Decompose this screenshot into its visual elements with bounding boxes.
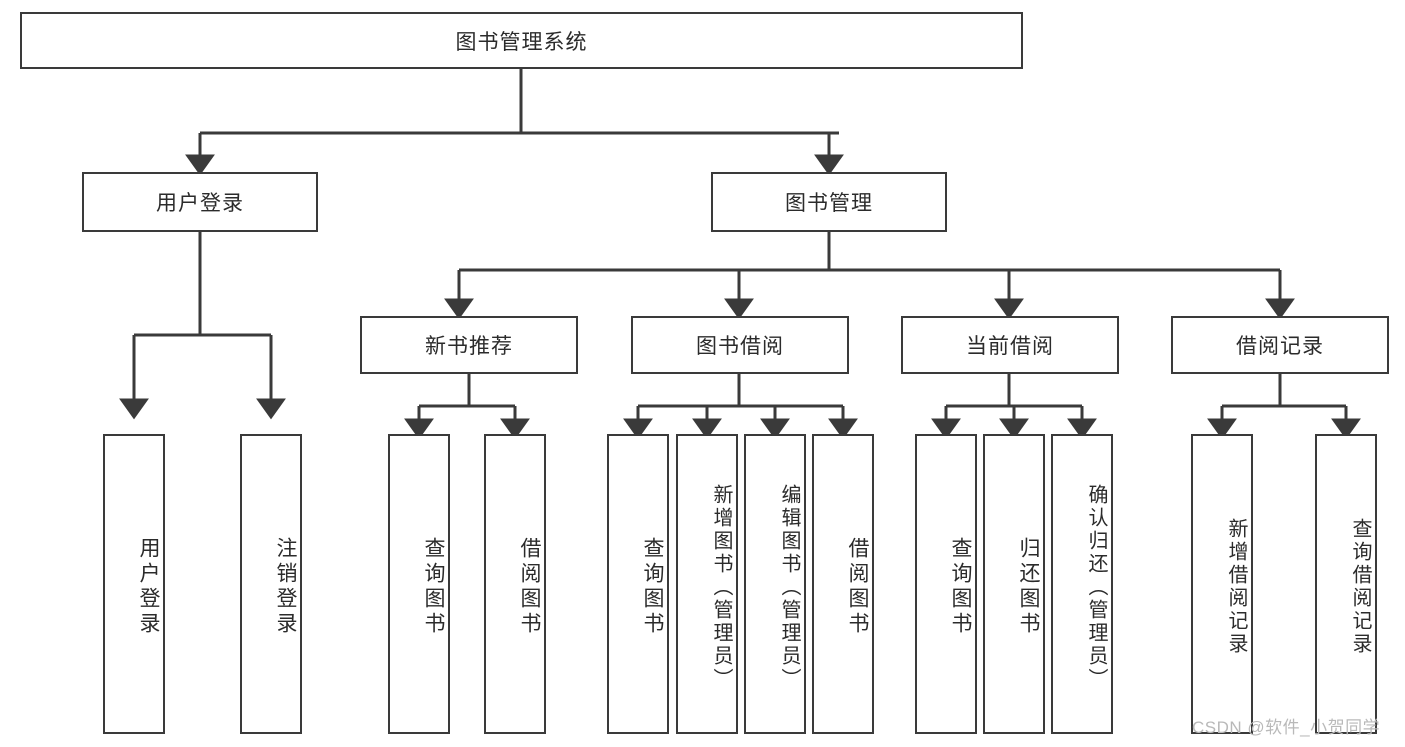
leaf-user-login[interactable]: 用户登录 xyxy=(103,434,165,734)
node-borrow-record[interactable]: 借阅记录 xyxy=(1171,316,1389,374)
watermark: CSDN @软件_小贺同学 xyxy=(1192,718,1381,737)
node-book-borrow[interactable]: 图书借阅 xyxy=(631,316,849,374)
node-user-login[interactable]: 用户登录 xyxy=(82,172,318,232)
node-book-management[interactable]: 图书管理 xyxy=(711,172,947,232)
leaf-query-borrow-record[interactable]: 查询借阅记录 xyxy=(1315,434,1377,734)
leaf-edit-book-admin[interactable]: 编辑图书（管理员） xyxy=(744,434,806,734)
leaf-logout[interactable]: 注销登录 xyxy=(240,434,302,734)
leaf-add-book-admin[interactable]: 新增图书（管理员） xyxy=(676,434,738,734)
leaf-add-borrow-record[interactable]: 新增借阅记录 xyxy=(1191,434,1253,734)
node-current-borrow[interactable]: 当前借阅 xyxy=(901,316,1119,374)
node-root[interactable]: 图书管理系统 xyxy=(20,12,1023,69)
leaf-borrow-book-recommend[interactable]: 借阅图书 xyxy=(484,434,546,734)
leaf-query-book-current[interactable]: 查询图书 xyxy=(915,434,977,734)
leaf-borrow-book[interactable]: 借阅图书 xyxy=(812,434,874,734)
leaf-query-book-recommend[interactable]: 查询图书 xyxy=(388,434,450,734)
leaf-query-book-borrow[interactable]: 查询图书 xyxy=(607,434,669,734)
leaf-confirm-return-admin[interactable]: 确认归还（管理员） xyxy=(1051,434,1113,734)
node-new-book-recommend[interactable]: 新书推荐 xyxy=(360,316,578,374)
leaf-return-book[interactable]: 归还图书 xyxy=(983,434,1045,734)
